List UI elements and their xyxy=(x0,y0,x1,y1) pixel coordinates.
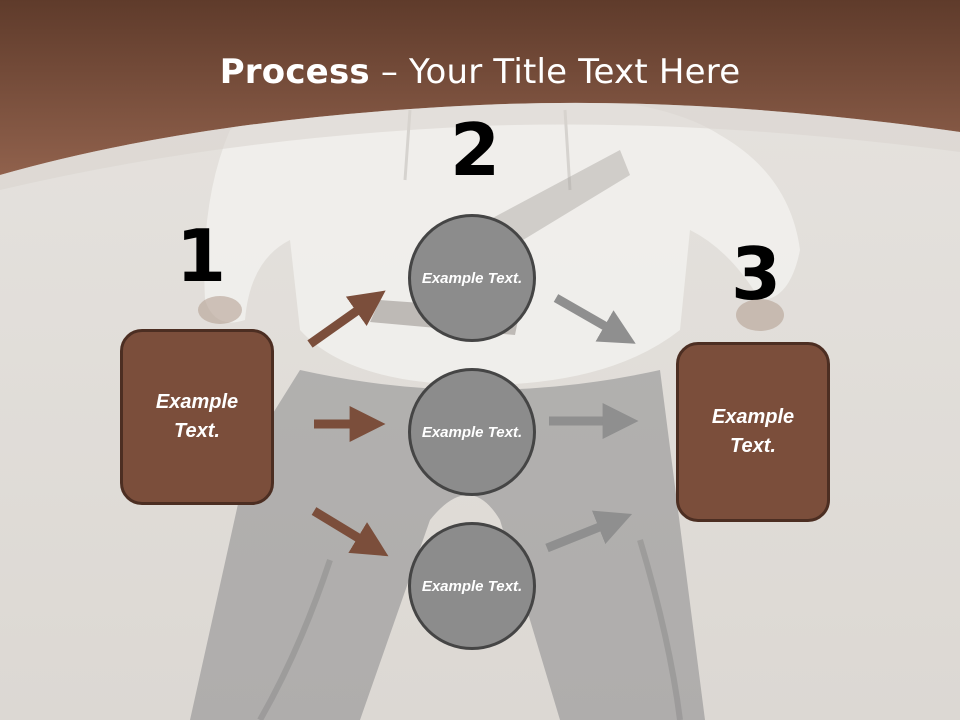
step-number-2: 2 xyxy=(450,108,501,192)
step-circle-2: Example Text. xyxy=(408,368,536,496)
step-circle-3: Example Text. xyxy=(408,522,536,650)
step-box-3-text: Example Text. xyxy=(711,406,795,457)
step-circle-1: Example Text. xyxy=(408,214,536,342)
step-box-3: Example Text. xyxy=(676,342,830,522)
header-band xyxy=(0,0,960,190)
arrow-to-circle-3 xyxy=(311,507,389,557)
step-circle-1-text: Example Text. xyxy=(421,269,523,287)
title-bold: Process xyxy=(219,52,370,92)
title-rest: – Your Title Text Here xyxy=(369,52,741,92)
step-box-1: Example Text. xyxy=(120,329,274,505)
step-number-3: 3 xyxy=(731,232,782,316)
arrow-from-circle-3 xyxy=(545,510,633,553)
arrow-to-circle-1 xyxy=(307,290,386,348)
slide-title: Process – Your Title Text Here xyxy=(0,52,960,92)
arrow-from-circle-1 xyxy=(553,294,636,344)
step-box-1-text: Example Text. xyxy=(155,391,239,442)
step-circle-3-text: Example Text. xyxy=(421,577,523,595)
step-number-1: 1 xyxy=(176,214,227,298)
step-circle-2-text: Example Text. xyxy=(421,423,523,441)
